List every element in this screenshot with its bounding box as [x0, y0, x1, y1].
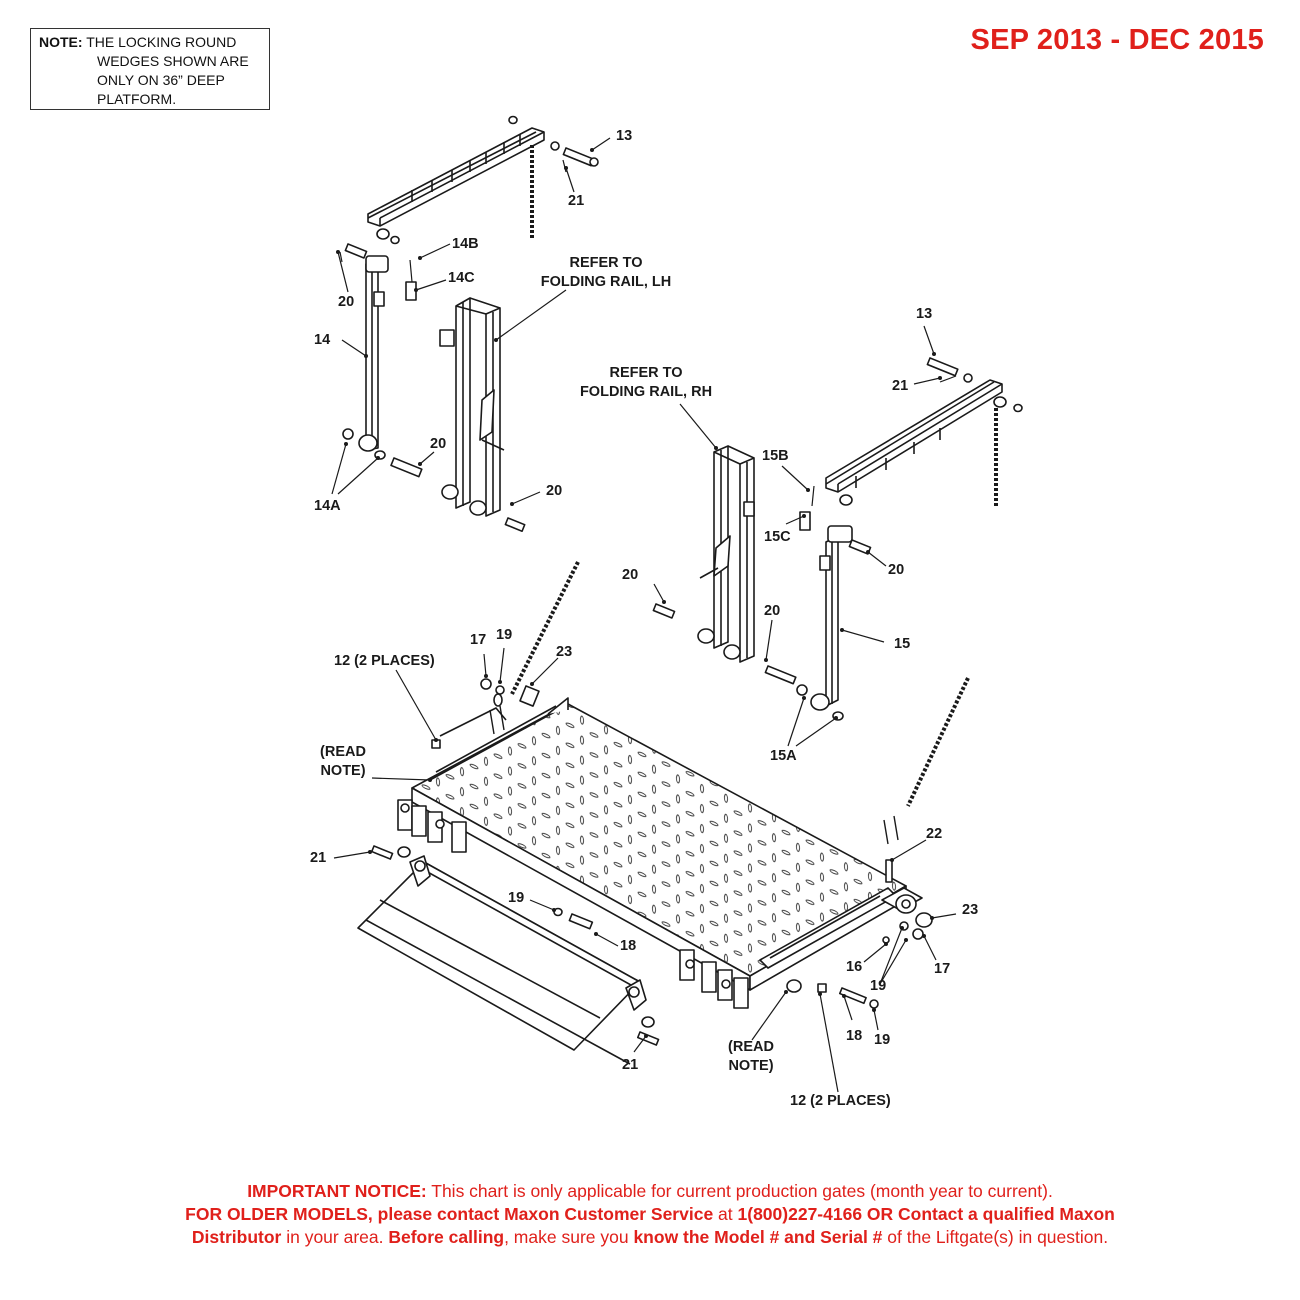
callout-15c: 15C — [764, 529, 791, 545]
note-label: NOTE: — [39, 34, 83, 50]
platform — [411, 697, 923, 991]
callout-read-note-right: (READ NOTE) — [728, 1038, 774, 1076]
callout-18-right: 18 — [846, 1028, 863, 1044]
callout-15a: 15A — [770, 748, 797, 764]
refer-rh-line-2: FOLDING RAIL, RH — [579, 384, 713, 400]
important-notice: IMPORTANT NOTICE: This chart is only app… — [0, 1180, 1300, 1249]
callout-19-right-a: 19 — [870, 978, 887, 994]
leader-arrowheads — [336, 148, 942, 1038]
callout-17-left: 17 — [470, 632, 487, 648]
callout-21-lower-left: 21 — [310, 850, 327, 866]
read-note-left-line-2: NOTE) — [320, 763, 366, 779]
read-note-right-line-1: (READ — [728, 1039, 774, 1055]
callout-22: 22 — [926, 826, 943, 842]
callout-23-left: 23 — [556, 644, 573, 660]
callout-12-left: 12 (2 PLACES) — [334, 653, 435, 669]
leader-lines — [331, 137, 957, 1093]
upper-left-top-bar — [367, 115, 545, 245]
callout-23-right: 23 — [962, 902, 979, 918]
callout-21-upper-left: 21 — [568, 193, 585, 209]
refer-lh-line-2: FOLDING RAIL, LH — [540, 274, 672, 290]
callout-20-upper-left-c: 20 — [546, 483, 563, 499]
callout-13-upper-right: 13 — [916, 306, 933, 322]
notice-line-1: IMPORTANT NOTICE: This chart is only app… — [0, 1180, 1300, 1203]
callout-20-upper-right-c: 20 — [764, 603, 781, 619]
notice-line-3-mid-2: , make sure you — [504, 1227, 634, 1247]
notice-line-2-mid: at — [713, 1204, 738, 1224]
platform-chain-right — [883, 677, 970, 845]
notice-line-1-text: This chart is only applicable for curren… — [426, 1181, 1053, 1201]
exploded-parts-diagram — [331, 115, 1023, 1093]
note-line-3: ONLY ON 36” DEEP — [97, 72, 225, 88]
notice-line-3-end: of the Liftgate(s) in question. — [882, 1227, 1109, 1247]
callout-20-upper-left-a: 20 — [338, 294, 355, 310]
note-line-4: PLATFORM. — [97, 91, 177, 107]
callout-20-upper-left-b: 20 — [430, 436, 447, 452]
callout-19-lower-left: 19 — [508, 890, 525, 906]
read-note-right-line-2: NOTE) — [728, 1058, 774, 1074]
callout-12-right: 12 (2 PLACES) — [790, 1093, 891, 1109]
pin-13-upper-right — [926, 357, 973, 383]
platform-chain-left — [489, 561, 580, 735]
refer-rh-line-1: REFER TO — [609, 365, 683, 381]
flipover-plate — [357, 855, 647, 1065]
notice-line-2: FOR OLDER MODELS, please contact Maxon C… — [0, 1203, 1300, 1226]
lower-left-hardware — [370, 845, 660, 1046]
note-line-1: THE LOCKING ROUND — [86, 34, 237, 50]
callout-refer-folding-rail-rh: REFER TO FOLDING RAIL, RH — [580, 364, 712, 402]
pin-13-upper-left — [550, 141, 599, 173]
callout-read-note-left: (READ NOTE) — [320, 743, 366, 781]
notice-phone: 1(800)227-4166 OR Contact a qualified Ma… — [737, 1204, 1115, 1224]
callout-20-upper-right-a: 20 — [888, 562, 905, 578]
date-range-title: SEP 2013 - DEC 2015 — [970, 24, 1264, 56]
callout-refer-folding-rail-lh: REFER TO FOLDING RAIL, LH — [541, 254, 672, 292]
upper-right-top-bar — [825, 379, 1023, 506]
callout-19-left: 19 — [496, 627, 513, 643]
post-15 — [764, 485, 872, 721]
callout-19-right-b: 19 — [874, 1032, 891, 1048]
callout-15b: 15B — [762, 448, 789, 464]
notice-distributor: Distributor — [191, 1227, 282, 1247]
pin-20-upper-left — [339, 243, 417, 301]
post-14 — [342, 255, 389, 460]
platform-hinges — [397, 799, 749, 1009]
callout-14b: 14B — [452, 236, 479, 252]
notice-heading: IMPORTANT NOTICE: — [247, 1181, 427, 1201]
callout-21-lower-right: 21 — [622, 1057, 639, 1073]
callout-17-right: 17 — [934, 961, 951, 977]
note-box: NOTE: THE LOCKING ROUND WEDGES SHOWN ARE… — [30, 28, 270, 110]
folding-rail-rh — [652, 445, 755, 663]
notice-line-3: Distributor in your area. Before calling… — [0, 1226, 1300, 1249]
notice-before-calling: Before calling — [388, 1227, 505, 1247]
notice-model-serial: know the Model # and Serial # — [633, 1227, 883, 1247]
callout-20-upper-right-b: 20 — [622, 567, 639, 583]
callout-16: 16 — [846, 959, 863, 975]
folding-rail-lh — [390, 297, 526, 533]
callout-13-upper-left: 13 — [616, 128, 633, 144]
notice-line-3-mid-1: in your area. — [281, 1227, 389, 1247]
callout-14c: 14C — [448, 270, 475, 286]
callout-21-upper-right: 21 — [892, 378, 909, 394]
callout-15: 15 — [894, 636, 911, 652]
note-line-2: WEDGES SHOWN ARE — [97, 53, 249, 69]
read-note-left-line-1: (READ — [320, 744, 366, 760]
refer-lh-line-1: REFER TO — [569, 255, 643, 271]
notice-older-models: FOR OLDER MODELS, please contact Maxon C… — [185, 1204, 714, 1224]
callout-18-lower-left: 18 — [620, 938, 637, 954]
callout-14: 14 — [314, 332, 331, 348]
callout-14a: 14A — [314, 498, 341, 514]
